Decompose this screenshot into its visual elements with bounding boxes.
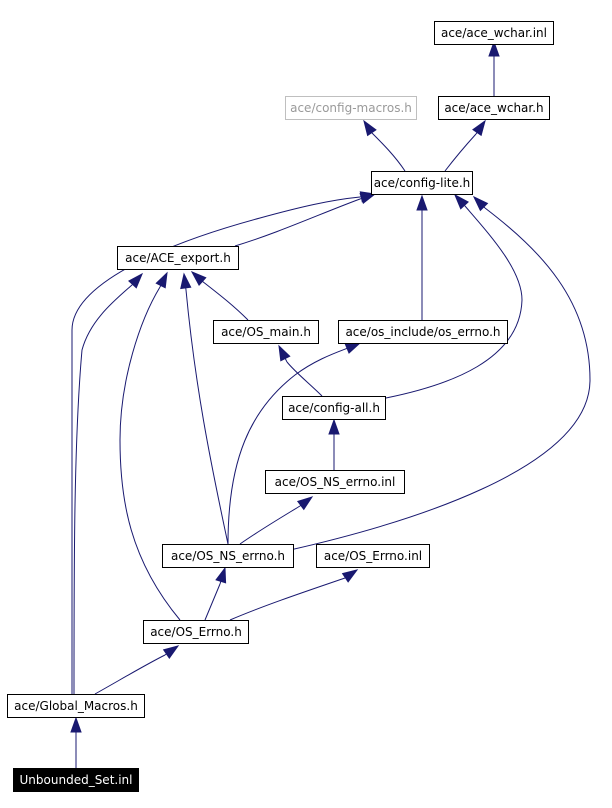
arrowhead: [296, 496, 314, 511]
edge-os-errno-h-to-os-errno-inl: [229, 569, 359, 621]
edge-os-ns-errno-h-to-os-include-errno: [227, 342, 362, 545]
arrowhead: [70, 716, 82, 733]
edge-os-ns-errno-h-to-os-ns-errno-inl: [239, 496, 314, 545]
node-os-include-os-errno-h[interactable]: ace/os_include/os_errno.h: [338, 320, 508, 344]
edge-config-all-to-os-main: [278, 344, 323, 397]
edge-unbounded-set-to-global-macros: [70, 716, 82, 768]
edge-global-macros-to-os-errno-h: [94, 645, 180, 695]
arrowhead: [472, 195, 489, 212]
edge-global-macros-to-ace-export: [73, 272, 143, 695]
arrowhead: [162, 645, 180, 659]
arrowhead: [341, 569, 359, 583]
edge-os-include-errno-to-config-lite: [416, 194, 428, 320]
edge-ace-export-to-config-lite: [234, 193, 377, 247]
edge-os-ns-errno-h-to-ace-export: [180, 272, 229, 545]
arrowhead: [454, 193, 469, 210]
arrowhead: [472, 119, 486, 137]
node-config-macros-h: ace/config-macros.h: [285, 96, 417, 120]
node-config-lite-h[interactable]: ace/config-lite.h: [371, 171, 473, 195]
node-os-errno-inl[interactable]: ace/OS_Errno.inl: [316, 544, 430, 568]
edge-os-main-to-ace-export: [190, 271, 249, 321]
edge-wchar-h-to-wchar-inl: [488, 40, 500, 96]
arrowhead: [278, 344, 291, 362]
node-os-main-h[interactable]: ace/OS_main.h: [213, 320, 319, 344]
edge-config-all-to-config-lite: [385, 193, 523, 399]
arrowhead: [488, 40, 500, 57]
arrowhead: [344, 342, 362, 354]
node-os-errno-h[interactable]: ace/OS_Errno.h: [143, 620, 249, 644]
edge-os-ns-errno-h-to-config-lite: [289, 195, 591, 551]
edge-os-errno-h-to-ace-export: [119, 271, 181, 621]
edge-os-errno-h-to-os-ns-errno-h: [204, 566, 227, 621]
node-ace-wchar-inl[interactable]: ace/ace_wchar.inl: [434, 21, 554, 45]
edge-config-lite-to-wchar-h: [444, 119, 486, 172]
node-unbounded-set-inl: Unbounded_Set.inl: [13, 768, 139, 792]
node-config-all-h[interactable]: ace/config-all.h: [282, 396, 386, 420]
node-os-ns-errno-inl[interactable]: ace/OS_NS_errno.inl: [265, 470, 405, 494]
arrowhead: [215, 566, 227, 584]
arrowhead: [328, 418, 340, 435]
node-global-macros-h[interactable]: ace/Global_Macros.h: [7, 694, 145, 718]
node-ace-export-h[interactable]: ace/ACE_export.h: [117, 246, 239, 270]
arrowhead: [180, 272, 192, 290]
arrowhead: [416, 194, 428, 211]
arrowhead: [190, 271, 207, 286]
node-ace-wchar-h[interactable]: ace/ace_wchar.h: [438, 96, 550, 120]
edge-os-ns-errno-inl-to-config-all: [328, 418, 340, 470]
arrowhead: [363, 119, 377, 137]
node-os-ns-errno-h[interactable]: ace/OS_NS_errno.h: [162, 544, 294, 568]
arrowhead: [128, 272, 143, 289]
arrowhead: [155, 271, 168, 289]
edge-config-lite-to-config-macros: [363, 119, 406, 172]
